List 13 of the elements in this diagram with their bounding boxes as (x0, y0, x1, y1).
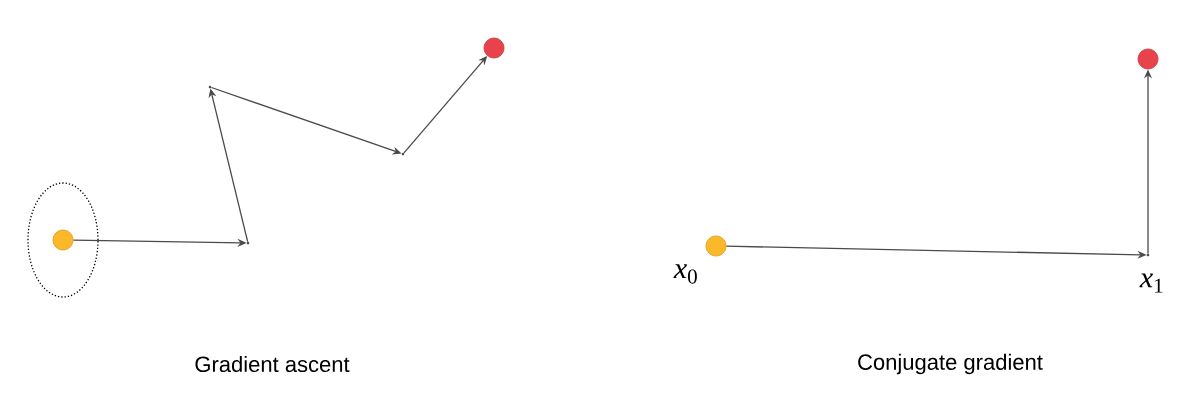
path-corner (246, 241, 250, 245)
path-corner (1146, 253, 1150, 257)
point-circle (52, 229, 74, 251)
variable-label: x$_{1}$ (1139, 273, 1163, 293)
path-corner (208, 85, 212, 89)
point-circle (1137, 48, 1159, 70)
caption: Conjugate gradient (858, 353, 1043, 375)
path-corner (401, 152, 405, 156)
dotted-ellipse (27, 182, 99, 298)
point-circle (705, 235, 727, 257)
caption: Gradient ascent (195, 355, 350, 373)
point-circle (483, 37, 505, 59)
variable-label: x$_{0}$ (673, 264, 697, 284)
